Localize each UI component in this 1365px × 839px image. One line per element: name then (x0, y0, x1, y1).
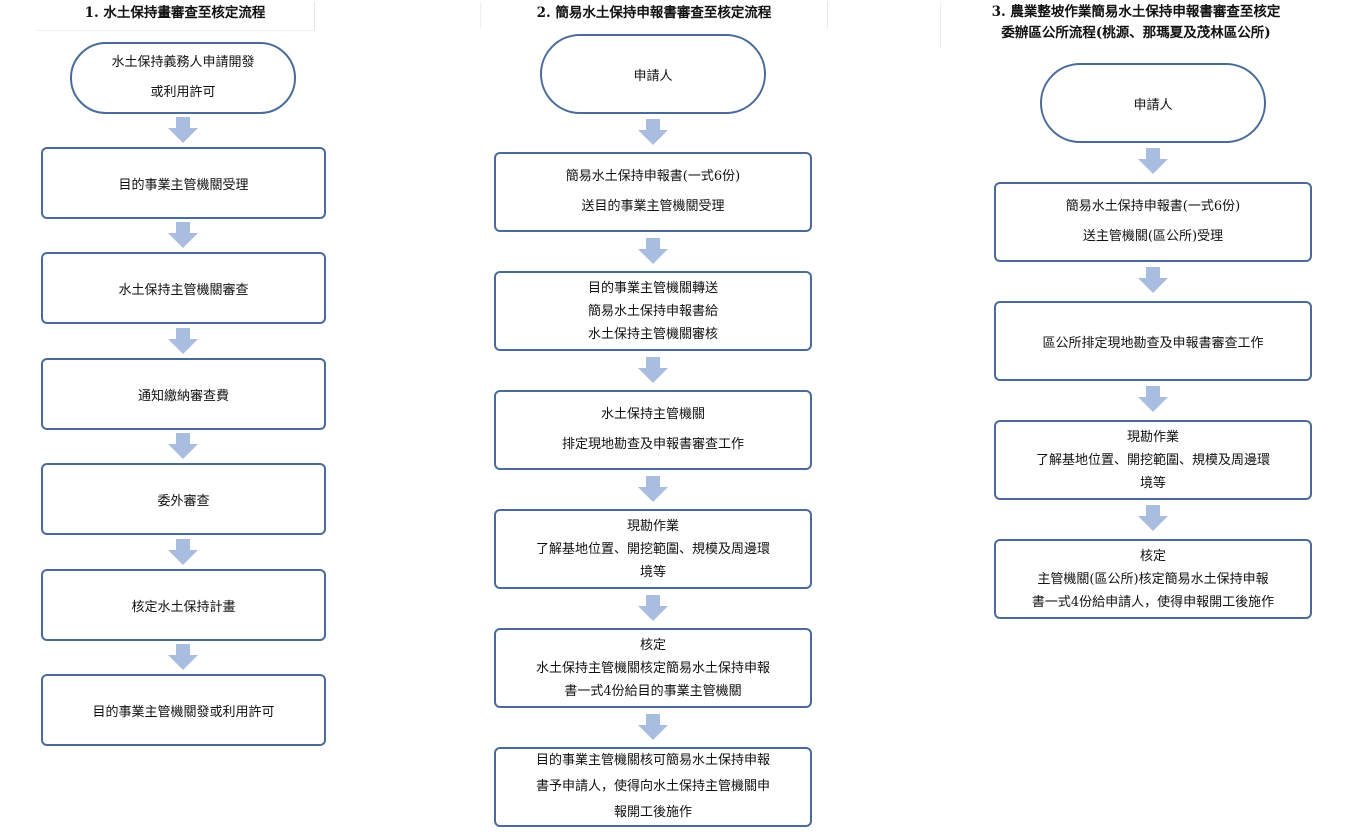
flow3-step-5: 核定 主管機關(區公所)核定簡易水土保持申報 書一式4份給申請人，使得申報開工後… (994, 539, 1312, 619)
flow1-arrow-1 (168, 117, 198, 143)
flow2-step-6: 核定 水土保持主管機關核定簡易水土保持申報 書一式4份給目的事業主管機關 (494, 628, 812, 708)
down-arrow-icon (168, 539, 198, 565)
down-arrow-icon (638, 238, 668, 264)
flow2-arrow-1 (638, 119, 668, 145)
flow2-step-3: 目的事業主管機關轉送 簡易水土保持申報書給 水土保持主管機關審核 (494, 271, 812, 351)
down-arrow-icon (1138, 505, 1168, 531)
flow1-arrow-5 (168, 539, 198, 565)
down-arrow-icon (638, 357, 668, 383)
flow3-step-3: 區公所排定現地勘查及申報書審查工作 (994, 301, 1312, 381)
flow2-arrow-3 (638, 357, 668, 383)
flow3-step-4: 現勘作業 了解基地位置、開挖範圍、規模及周邊環 境等 (994, 420, 1312, 500)
flow2-step-2: 簡易水土保持申報書(一式6份) 送目的事業主管機關受理 (494, 152, 812, 232)
flow3-arrow-1 (1138, 148, 1168, 174)
flow2-step-4: 水土保持主管機關 排定現地勘查及申報書審查工作 (494, 390, 812, 470)
flow3-arrow-3 (1138, 386, 1168, 412)
flow1-step-7: 目的事業主管機關發或利用許可 (41, 674, 326, 746)
flow1-title: 1. 水土保持畫審查至核定流程 (36, 2, 315, 31)
flow2-arrow-2 (638, 238, 668, 264)
down-arrow-icon (168, 222, 198, 248)
down-arrow-icon (168, 117, 198, 143)
flow1-step-1: 水土保持義務人申請開發 或利用許可 (70, 42, 296, 114)
flow1-step-2: 目的事業主管機關受理 (41, 147, 326, 219)
down-arrow-icon (168, 644, 198, 670)
flow2-step-5: 現勘作業 了解基地位置、開挖範圍、規模及周邊環 境等 (494, 509, 812, 589)
flow3-arrow-4 (1138, 505, 1168, 531)
flow2-arrow-6 (638, 714, 668, 740)
flow2-title: 2. 簡易水土保持申報書審查至核定流程 (480, 2, 828, 28)
down-arrow-icon (168, 433, 198, 459)
flow1-step-5: 委外審查 (41, 463, 326, 535)
flow1-arrow-2 (168, 222, 198, 248)
down-arrow-icon (168, 328, 198, 354)
flow3-step-1: 申請人 (1040, 63, 1266, 143)
flow3-title: 3. 農業整坡作業簡易水土保持申報書審查至核定 委辦區公所流程(桃源、那瑪夏及茂… (940, 2, 1331, 48)
flow1-arrow-3 (168, 328, 198, 354)
flow2-step-1: 申請人 (540, 34, 766, 114)
flow3-arrow-2 (1138, 267, 1168, 293)
down-arrow-icon (638, 714, 668, 740)
flow3-step-2: 簡易水土保持申報書(一式6份) 送主管機關(區公所)受理 (994, 182, 1312, 262)
flow2-arrow-4 (638, 476, 668, 502)
flow2-step-7: 目的事業主管機關核可簡易水土保持申報 書予申請人，使得向水土保持主管機關申 報開… (494, 747, 812, 827)
flow1-step-3: 水土保持主管機關審查 (41, 252, 326, 324)
flow2-arrow-5 (638, 595, 668, 621)
flow1-step-6: 核定水土保持計畫 (41, 569, 326, 641)
down-arrow-icon (638, 476, 668, 502)
down-arrow-icon (638, 595, 668, 621)
down-arrow-icon (1138, 267, 1168, 293)
flow1-arrow-4 (168, 433, 198, 459)
down-arrow-icon (1138, 386, 1168, 412)
flow1-step-4: 通知繳納審查費 (41, 358, 326, 430)
flow1-arrow-6 (168, 644, 198, 670)
down-arrow-icon (638, 119, 668, 145)
down-arrow-icon (1138, 148, 1168, 174)
